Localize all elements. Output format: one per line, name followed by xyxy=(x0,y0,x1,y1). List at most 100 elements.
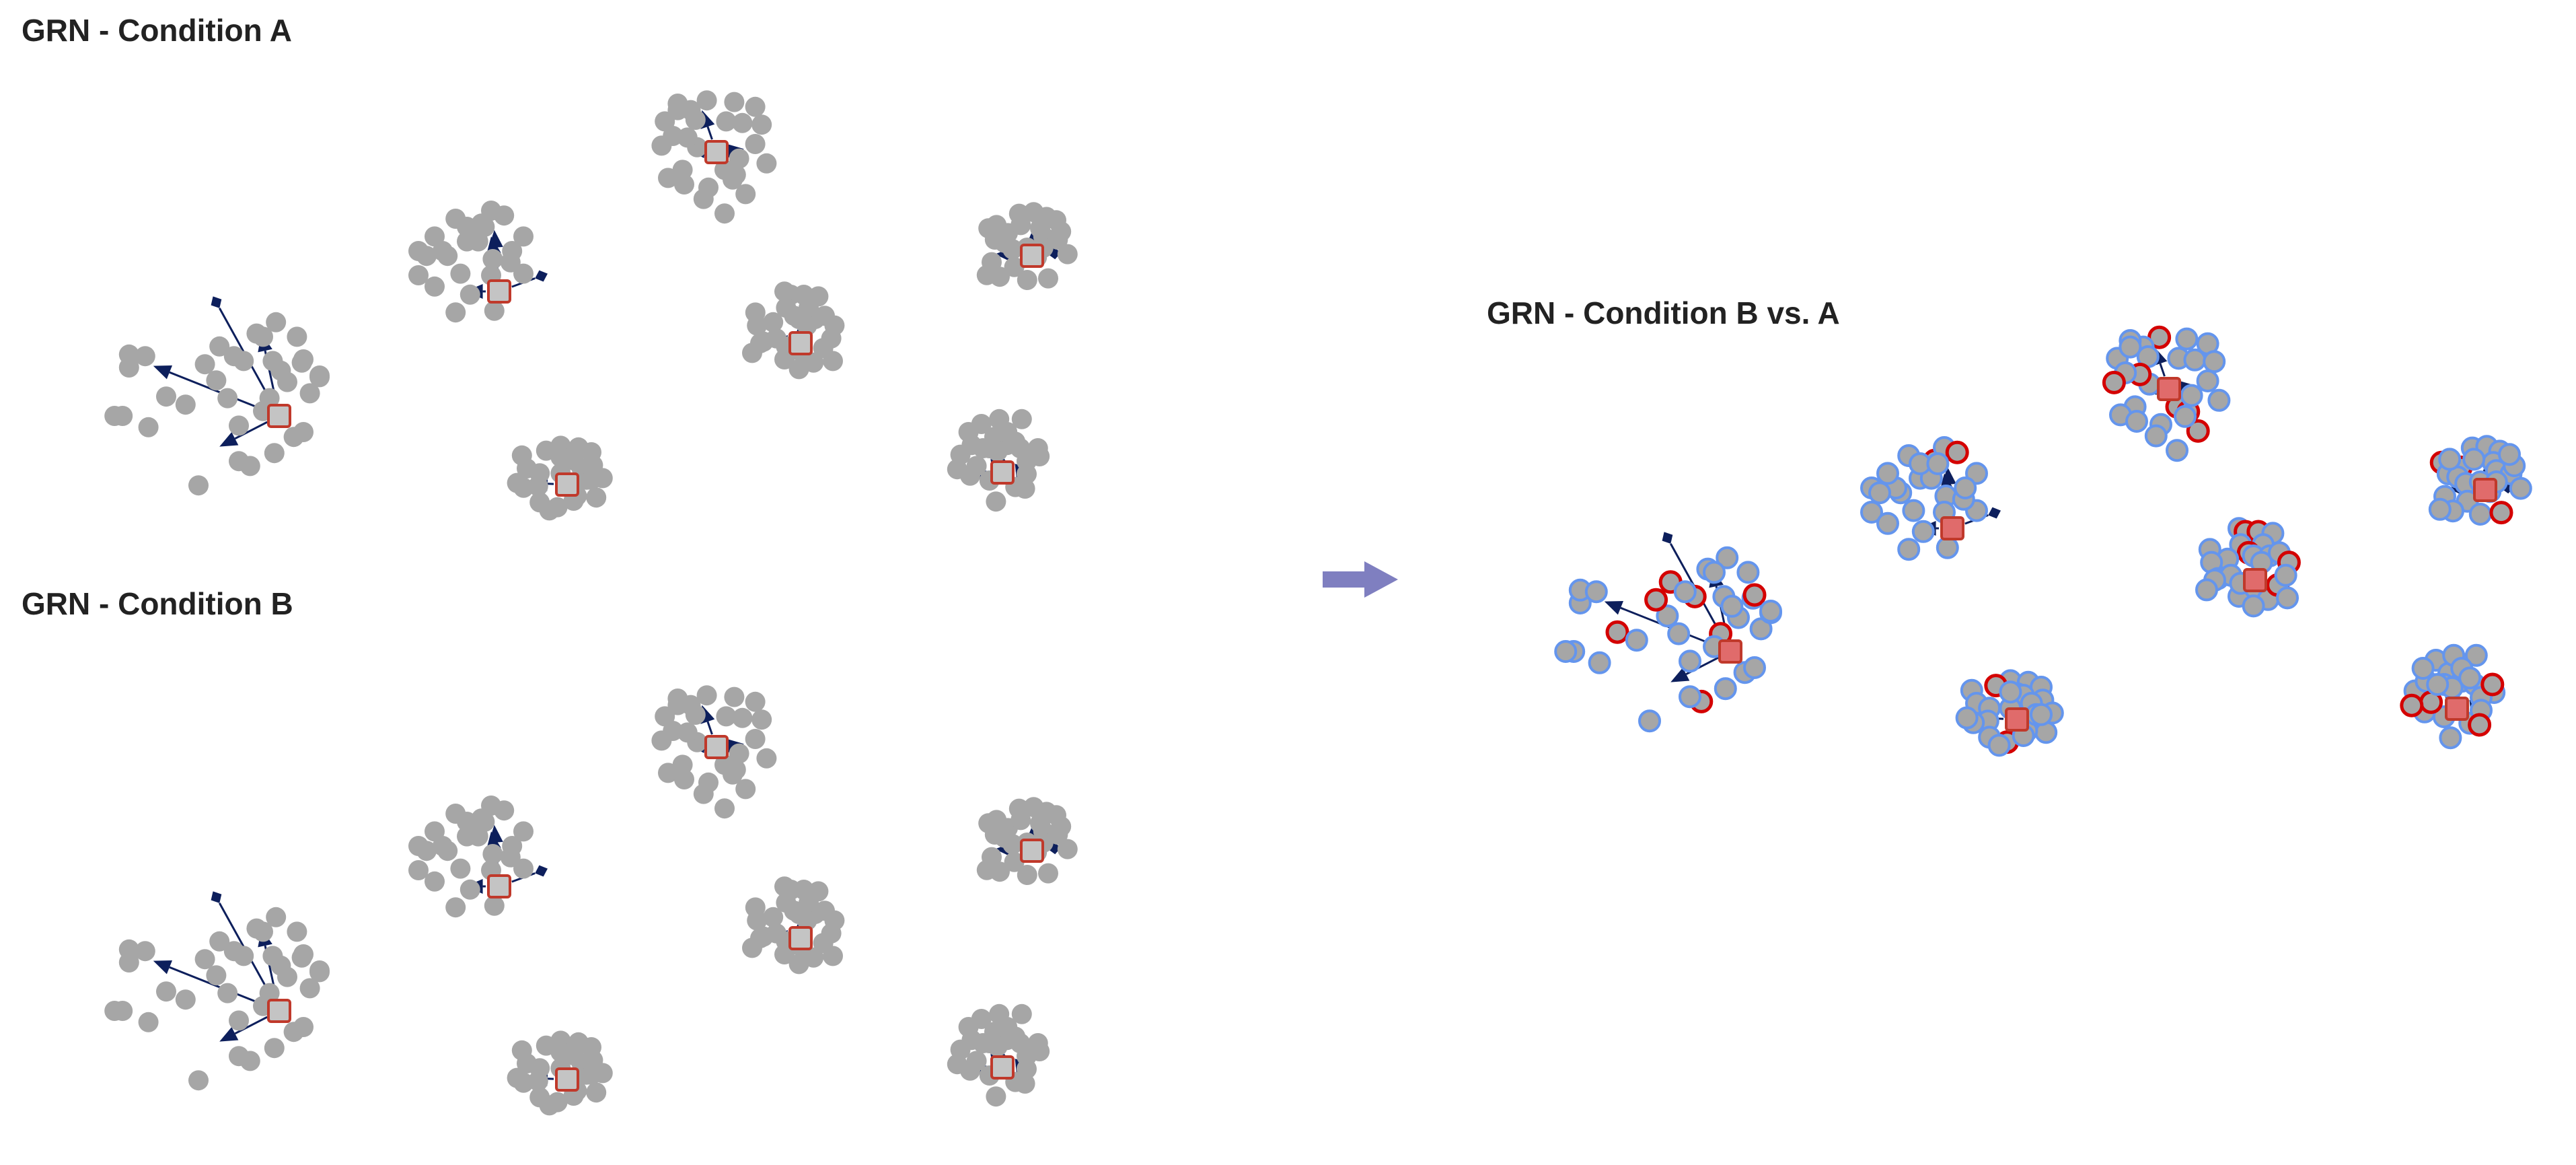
gene-node xyxy=(416,841,437,861)
gene-node xyxy=(1673,580,1697,604)
gene-node xyxy=(1999,680,2022,704)
gene-node xyxy=(2102,370,2126,394)
gene-node xyxy=(745,729,766,749)
gene-node xyxy=(1926,452,1950,475)
gene-node xyxy=(1945,440,1969,464)
gene-node xyxy=(2489,501,2513,525)
gene-node xyxy=(986,1086,1006,1107)
gene-node xyxy=(1005,431,1026,452)
gene-node xyxy=(513,821,533,842)
condition-a-network xyxy=(104,90,1078,521)
gene-node xyxy=(1011,1003,1032,1024)
gene-node xyxy=(2175,327,2199,351)
gene-node xyxy=(425,226,445,247)
gene-node xyxy=(2439,726,2462,750)
gene-node xyxy=(2468,503,2492,526)
gene-node xyxy=(459,284,480,305)
gene-node xyxy=(1584,580,1608,604)
gene-node xyxy=(745,96,766,117)
gene-node xyxy=(797,315,817,336)
gene-node xyxy=(2438,448,2462,471)
gene-node xyxy=(293,1017,314,1037)
gene-node xyxy=(986,810,1007,831)
gene-node xyxy=(696,685,717,706)
gene-node xyxy=(1955,706,1979,730)
gene-node xyxy=(986,215,1007,236)
gene-node xyxy=(1015,1073,1035,1094)
gene-node xyxy=(450,263,471,284)
gene-node xyxy=(2462,448,2486,471)
gene-node xyxy=(581,469,601,490)
gene-node xyxy=(2196,369,2219,392)
gene-node xyxy=(1038,268,1058,289)
gene-node xyxy=(986,491,1006,512)
gene-node xyxy=(445,897,466,918)
gene-node xyxy=(823,351,843,372)
gene-node xyxy=(1876,511,1899,535)
regulatory-edge xyxy=(234,1016,268,1035)
regulatory-edge xyxy=(169,371,267,413)
gene-node xyxy=(1759,600,1782,623)
gene-node xyxy=(2480,672,2505,697)
activation-arrowhead-icon xyxy=(1604,600,1624,615)
gene-node xyxy=(539,1095,560,1116)
gene-node xyxy=(1625,629,1648,652)
gene-node xyxy=(751,709,772,730)
gene-node xyxy=(1679,649,1701,673)
condition-b-title: GRN - Condition B xyxy=(22,586,293,621)
gene-cluster-5 xyxy=(976,202,1078,290)
gene-node xyxy=(2498,443,2521,466)
regulator-node xyxy=(788,331,813,355)
gene-node xyxy=(2426,673,2450,696)
regulator-node xyxy=(788,926,813,950)
gene-node xyxy=(2458,666,2482,690)
gene-node xyxy=(1743,656,1766,679)
gene-cluster-6 xyxy=(2400,643,2506,750)
gene-node xyxy=(1004,256,1025,277)
regulatory-edge xyxy=(706,126,713,140)
gene-node xyxy=(674,769,694,789)
gene-node xyxy=(229,1010,249,1031)
gene-cluster-3 xyxy=(2102,325,2231,462)
repression-diamond-icon xyxy=(211,891,222,903)
activation-arrowhead-icon xyxy=(219,1026,239,1042)
gene-node xyxy=(788,359,809,380)
gene-node xyxy=(425,276,445,297)
gene-node xyxy=(581,1064,601,1085)
gene-node xyxy=(958,1017,979,1037)
gene-node xyxy=(714,798,735,819)
gene-node xyxy=(1954,476,1977,499)
activation-arrowhead-icon xyxy=(1670,667,1690,682)
gene-node xyxy=(513,226,533,247)
gene-node xyxy=(209,336,230,357)
gene-node xyxy=(1714,677,1737,701)
gene-node xyxy=(693,188,714,209)
gene-node xyxy=(651,730,672,751)
gene-node xyxy=(507,472,527,493)
gene-node xyxy=(2030,703,2053,726)
activation-arrowhead-icon xyxy=(488,824,503,843)
gene-node xyxy=(735,184,756,205)
gene-node xyxy=(1897,538,1921,561)
gene-node xyxy=(457,812,477,832)
gene-node xyxy=(223,346,244,367)
gene-node xyxy=(482,844,503,864)
gene-node xyxy=(696,90,717,111)
gene-node xyxy=(474,217,495,237)
gene-node xyxy=(2166,439,2188,462)
gene-node xyxy=(2509,476,2532,500)
gene-node xyxy=(484,300,505,321)
gene-node xyxy=(1716,546,1739,569)
gene-cluster-2 xyxy=(408,796,548,918)
gene-node xyxy=(156,386,176,407)
gene-node xyxy=(1656,604,1679,628)
gene-node xyxy=(2125,410,2148,433)
gene-node xyxy=(293,944,314,964)
gene-node xyxy=(1005,1026,1026,1047)
gene-node xyxy=(2274,563,2297,587)
gene-node xyxy=(976,859,997,880)
gene-node xyxy=(229,451,249,472)
gene-node xyxy=(494,205,515,226)
gene-node xyxy=(742,938,762,958)
gene-node xyxy=(1638,709,1661,733)
